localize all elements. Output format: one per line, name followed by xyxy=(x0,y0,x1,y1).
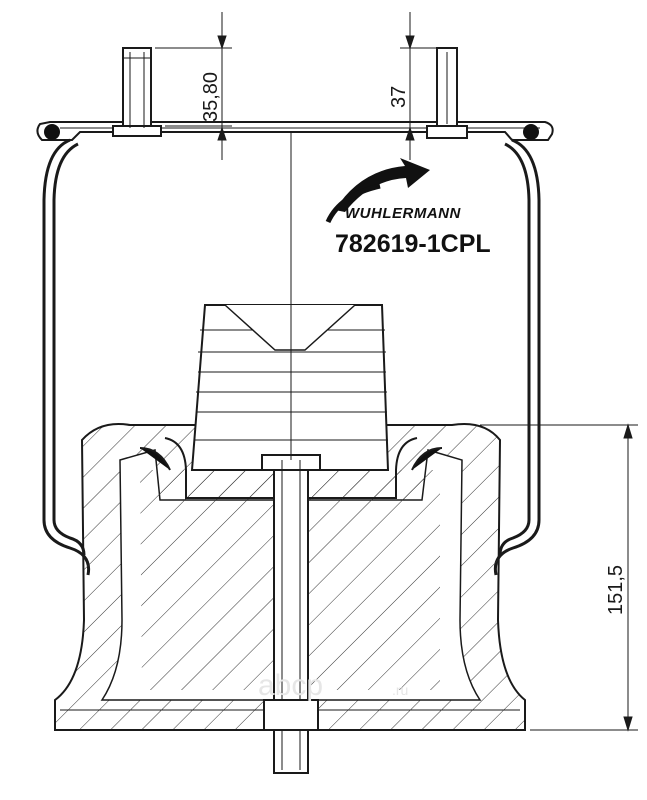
inner-cup xyxy=(139,437,443,499)
bead-rings xyxy=(44,124,539,140)
dimension-lines xyxy=(155,12,638,732)
swoosh-icon xyxy=(335,158,430,212)
dim-fitting-height: 37 xyxy=(388,86,410,108)
wuhlermann-logo: WUHLERMANN xyxy=(325,158,461,224)
watermark-suffix: .ru xyxy=(392,682,408,698)
brand-name: WUHLERMANN xyxy=(345,205,461,222)
dim-stud-height: 35,80 xyxy=(200,72,222,122)
center-bolt xyxy=(261,454,321,774)
right-air-fitting xyxy=(426,47,468,139)
left-stud xyxy=(112,47,162,137)
bump-stop xyxy=(190,304,390,471)
part-number: 782619-1CPL xyxy=(335,230,491,258)
watermark: abcp xyxy=(258,669,323,702)
dim-piston-height: 151,5 xyxy=(605,565,627,615)
